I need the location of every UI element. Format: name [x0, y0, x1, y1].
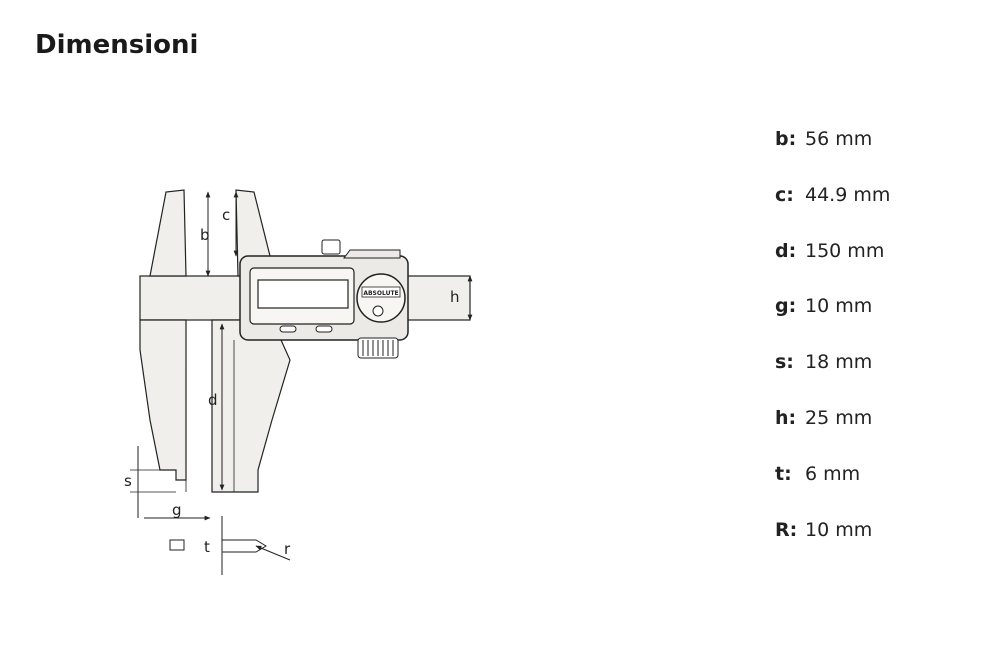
dim-label-b: b: [200, 226, 210, 244]
spec-value: 10 mm: [805, 518, 873, 541]
button-right: [315, 325, 333, 333]
spec-row-c: c: 44.9 mm: [775, 184, 890, 240]
spec-key: g:: [775, 295, 797, 318]
spec-value: 56 mm: [805, 128, 873, 150]
dim-label-h: h: [450, 288, 460, 306]
caliper-dimension-diagram: ABSOLUTE b c d h s g: [110, 180, 490, 590]
dim-label-r: r: [284, 540, 291, 558]
dim-label-g: g: [172, 501, 182, 519]
spec-row-d: d: 150 mm: [775, 240, 890, 296]
spec-row-h: h: 25 mm: [775, 407, 890, 463]
thumb-wheel: [321, 239, 341, 255]
lcd-screen: [257, 279, 349, 309]
spec-value: 44.9 mm: [805, 183, 891, 206]
spec-row-g: g: 10 mm: [775, 295, 890, 351]
spec-row-s: s: 18 mm: [775, 351, 890, 407]
spec-key: R:: [775, 518, 798, 541]
spec-key: b:: [775, 128, 797, 150]
spec-key: h:: [775, 406, 797, 429]
dim-label-s: s: [124, 472, 132, 490]
spec-key: c:: [775, 183, 794, 206]
caliper-drawing: ABSOLUTE b c d h s g: [124, 189, 473, 575]
brand-badge-text: ABSOLUTE: [363, 290, 398, 297]
dim-label-c: c: [222, 206, 230, 224]
section-square: [169, 539, 185, 551]
spec-list: b: 56 mm c: 44.9 mm d: 150 mm g: 10 mm s…: [775, 128, 890, 574]
spec-value: 25 mm: [805, 406, 873, 429]
fixed-upper-jaw: [149, 189, 187, 277]
spec-key: d:: [775, 239, 797, 262]
spec-value: 150 mm: [805, 239, 885, 262]
spec-value: 10 mm: [805, 295, 873, 318]
spec-row-r: R: 10 mm: [775, 519, 890, 575]
section-profile: [221, 539, 267, 553]
spec-value: 6 mm: [805, 462, 861, 485]
button-left: [279, 325, 297, 333]
spec-key: t:: [775, 462, 792, 485]
spec-row-b: b: 56 mm: [775, 128, 890, 184]
dim-label-t: t: [204, 538, 210, 556]
spec-key: s:: [775, 351, 794, 374]
spec-row-t: t: 6 mm: [775, 463, 890, 519]
dim-label-d: d: [208, 391, 218, 409]
sliding-lower-jaw: [211, 319, 291, 493]
page-title: Dimensioni: [35, 30, 199, 60]
spec-value: 18 mm: [805, 351, 873, 374]
brand-badge: [356, 273, 406, 323]
fixed-lower-jaw: [139, 319, 187, 481]
